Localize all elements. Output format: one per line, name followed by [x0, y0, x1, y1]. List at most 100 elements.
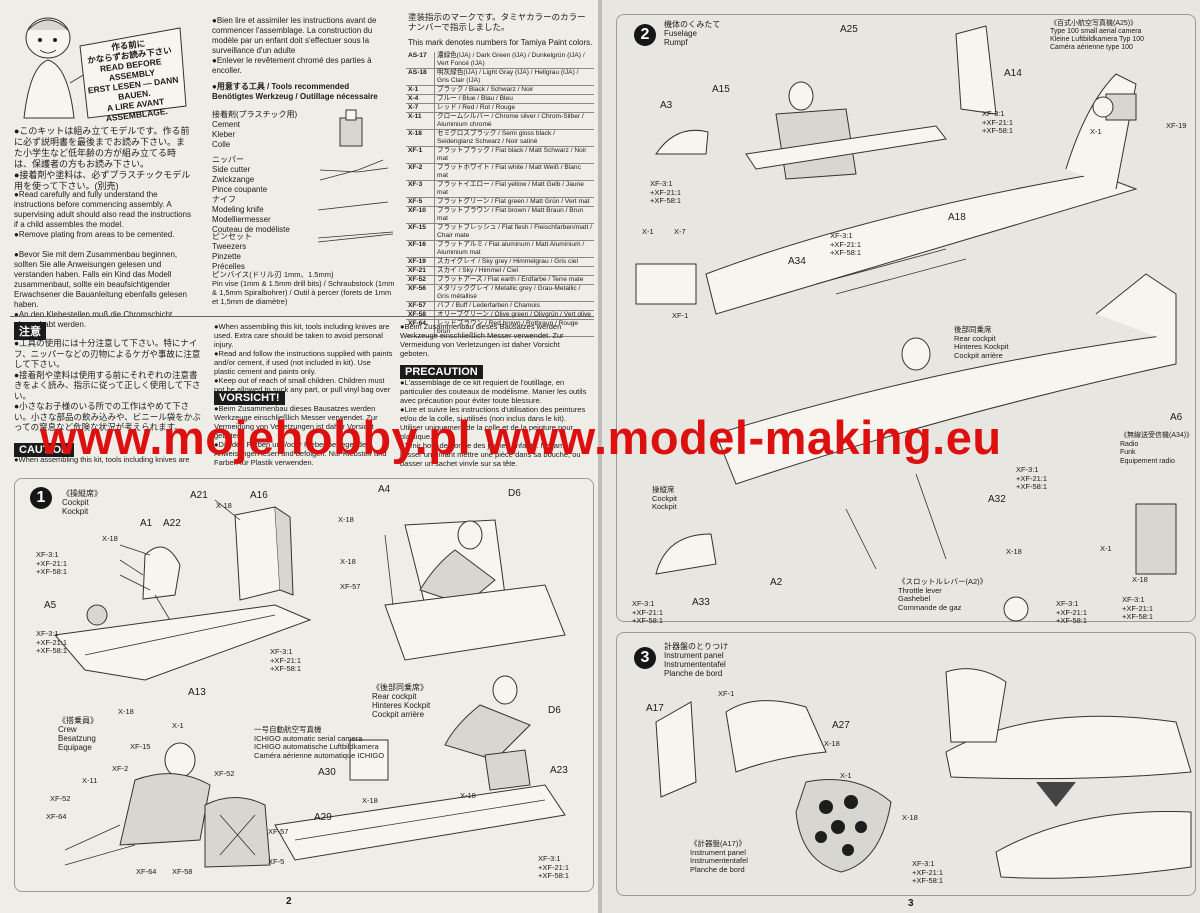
- part-label-d6-front: D6: [508, 488, 521, 499]
- paint-title-en: This mark denotes numbers for Tamiya Pai…: [408, 38, 593, 47]
- paint-name: フラットアルミ / Flat aluminum / Matt Aluminium…: [434, 240, 594, 258]
- paint-name: スカイグレイ / Sky grey / Himmelgrau / Gris ci…: [434, 257, 594, 267]
- paint-code: AS-17: [406, 52, 435, 69]
- camera-title: 一号自動航空写真機 ICHIGO automatic serial camera…: [254, 725, 385, 760]
- part-label-a18: A18: [948, 212, 966, 223]
- paint-code: X-4: [406, 94, 435, 104]
- part-label-a23: A23: [550, 765, 568, 776]
- paint-code: XF-10: [406, 206, 435, 224]
- paint-code: XF-58: [406, 310, 435, 320]
- callout-crew-xf52-b: XF-52: [50, 794, 71, 803]
- callout-crew-xf5: XF-5: [268, 857, 285, 866]
- caution-japanese: ●工具の使用には十分注意して下さい。特にナイフ、ニッパーなどの刃物によるケガや事…: [14, 338, 201, 432]
- callout-floor-mix-b: XF-3:1 +XF-21:1 +XF-58:1: [270, 647, 302, 673]
- part-label-a34: A34: [788, 256, 806, 267]
- paint-name: フラットホワイト / Flat white / Matt Weiß / Blan…: [434, 163, 594, 181]
- callout-panel-xf1: XF-1: [718, 689, 735, 698]
- paint-name: レッド / Red / Rot / Rouge: [434, 103, 594, 113]
- callout-seat-mix: XF-3:1 +XF-21:1 +XF-58:1: [36, 550, 68, 576]
- vorsicht-heading: VORSICHT!: [214, 388, 285, 406]
- paint-name: フラットイエロー / Flat yellow / Matt Gelb / Jau…: [434, 180, 594, 198]
- step-2-number: 2: [634, 24, 656, 46]
- right-page: 2 機体のくみたて Fuselage Rumpf: [602, 0, 1200, 913]
- mascot-illustration: [23, 17, 187, 119]
- precaution-text: ●L'assemblage de ce kit requiert de l'ou…: [400, 378, 587, 466]
- tool-side-cutter: ニッパー Side cutter Zwickzange Pince coupan…: [212, 155, 268, 194]
- cockpit-label: 操縦席 Cockpit Kockpit: [652, 485, 678, 511]
- callout-tail-mix: XF-3:1 +XF-21:1 +XF-58:1: [982, 109, 1014, 135]
- part-label-a25: A25: [840, 24, 858, 35]
- tool-knife: ナイフ Modeling knife Modelliermesser Coute…: [212, 195, 290, 234]
- step-3-box: [616, 632, 1196, 896]
- callout-canopy-mix: XF-3:1 +XF-21:1 +XF-58:1: [650, 179, 682, 205]
- part-label-a13: A13: [188, 687, 206, 698]
- paint-name: メタリックグレイ / Metallic grey / Grau-Metallic…: [434, 284, 594, 302]
- callout-crew-xf52-a: XF-52: [214, 769, 235, 778]
- part-label-a3: A3: [660, 100, 673, 111]
- part-label-a4: A4: [378, 484, 391, 495]
- throttle-title: 《スロットルレバー(A2)》 Throttle lever Gashebel C…: [898, 577, 988, 612]
- paint-code: AS-18: [406, 68, 435, 86]
- paint-code: X-1: [406, 85, 435, 95]
- step-2-fuselage-drawing: [635, 25, 1177, 622]
- callout-crew-x11: X-11: [82, 776, 98, 785]
- paint-name: クロームシルバー / Chrome silver / Chrom-Silber …: [434, 112, 594, 130]
- callout-a4-x18: X-18: [338, 515, 354, 524]
- caution-jp-heading: 注意: [14, 322, 46, 340]
- paint-code: XF-21: [406, 266, 435, 276]
- callout-throttle-x18: X-18: [1006, 547, 1022, 556]
- part-label-a16: A16: [250, 490, 268, 501]
- step-3-number: 3: [634, 647, 656, 669]
- paint-name: レッドブラウン / Red brown / Rotbraun / Rouge b…: [434, 319, 594, 337]
- paint-name: ブルー / Blue / Blau / Bleu: [434, 94, 594, 104]
- left-page-number: 2: [286, 896, 292, 907]
- paint-code: XF-57: [406, 301, 435, 311]
- tool-pin-vise: ピンバイス(ドリル刃 1mm、1.5mm) Pin vise (1mm & 1.…: [212, 270, 395, 306]
- callout-crew-x1: X-1: [172, 721, 184, 730]
- part-label-a27: A27: [832, 720, 850, 731]
- part-label-a14: A14: [1004, 68, 1022, 79]
- part-label-d6-rear: D6: [548, 705, 561, 716]
- callout-panel-mix: XF-3:1 +XF-21:1 +XF-58:1: [912, 859, 944, 885]
- callout-radio-panel-mix: XF-3:1 +XF-21:1 +XF-58:1: [1122, 595, 1154, 621]
- tool-tweezers: ピンセット Tweezers Pinzette Précelles: [212, 232, 252, 271]
- paint-name: セミグロスブラック / Semi gloss black / Seidengla…: [434, 129, 594, 147]
- radio-title: 《無線送受信機(A34)》 Radio Funk Equipement radi…: [1120, 432, 1194, 465]
- callout-radio-panel-x18: X-18: [1132, 575, 1148, 584]
- part-label-a1: A1: [140, 518, 153, 529]
- caution-en-heading: CAUTION: [14, 440, 75, 458]
- step-1-number: 1: [30, 487, 52, 509]
- part-label-a17: A17: [646, 703, 664, 714]
- callout-rear-x18: X-18: [460, 791, 476, 800]
- callout-radio-xf1: XF-1: [672, 311, 689, 320]
- callout-radio-x1: X-1: [642, 227, 654, 236]
- callout-crew-xf15: XF-15: [130, 742, 151, 751]
- step-1-cockpit-drawing: [54, 499, 566, 868]
- callout-crew-xf58: XF-58: [172, 867, 193, 876]
- paint-code: XF-5: [406, 197, 435, 207]
- intro-french: ●Bien lire et assimiler les instructions…: [212, 16, 377, 75]
- callout-radio-x7: X-7: [674, 227, 686, 236]
- part-label-a6: A6: [1170, 412, 1183, 423]
- watermark-text: www.mojehobby.pl www.model-making.eu: [40, 411, 1002, 464]
- step-2-box: [616, 14, 1196, 622]
- paint-code: XF-15: [406, 223, 435, 241]
- callout-a4-xf57: XF-57: [340, 582, 361, 591]
- step-2-title: 機体のくみたて Fuselage Rumpf: [664, 20, 721, 47]
- part-label-a5: A5: [44, 600, 57, 611]
